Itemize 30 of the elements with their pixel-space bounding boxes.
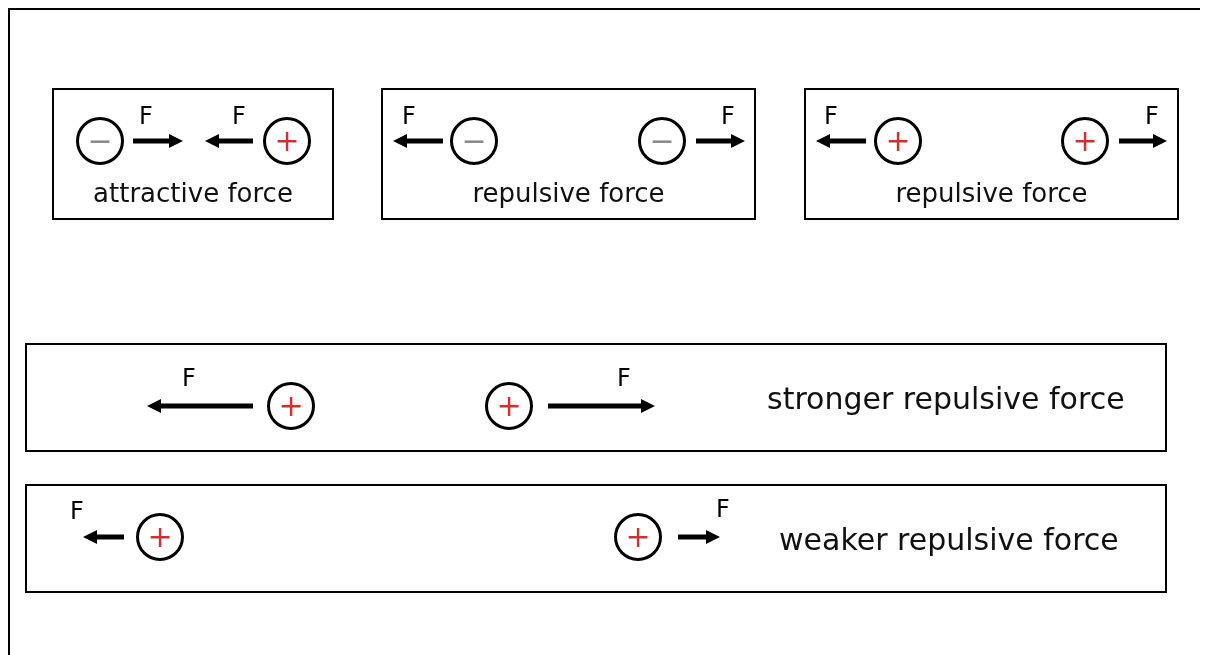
charge-circle: + (263, 117, 311, 165)
charge-circle: + (485, 382, 533, 430)
charge-circle: − (450, 117, 498, 165)
force-label: F (1145, 104, 1159, 128)
force-label: F (824, 104, 838, 128)
force-caption: repulsive force (471, 178, 666, 208)
panel-frame (25, 484, 1167, 593)
force-label: F (182, 366, 196, 390)
force-label: F (70, 499, 84, 523)
charge-circle: + (136, 513, 184, 561)
panel-frame (381, 88, 756, 220)
charge-circle: + (1061, 117, 1109, 165)
force-label: F (716, 497, 730, 521)
force-label: F (232, 104, 246, 128)
charge-circle: + (267, 382, 315, 430)
force-caption: weaker repulsive force (779, 522, 1119, 557)
panel-frame (52, 88, 334, 220)
force-caption: stronger repulsive force (767, 381, 1125, 416)
panel-frame (804, 88, 1179, 220)
force-label: F (617, 366, 631, 390)
charge-circle: + (874, 117, 922, 165)
panel-frame (25, 343, 1167, 452)
force-label: F (721, 104, 735, 128)
charge-circle: − (638, 117, 686, 165)
charge-circle: − (76, 117, 124, 165)
force-caption: repulsive force (894, 178, 1089, 208)
force-label: F (139, 104, 153, 128)
force-label: F (402, 104, 416, 128)
charge-circle: + (614, 513, 662, 561)
force-caption: attractive force (92, 178, 294, 208)
